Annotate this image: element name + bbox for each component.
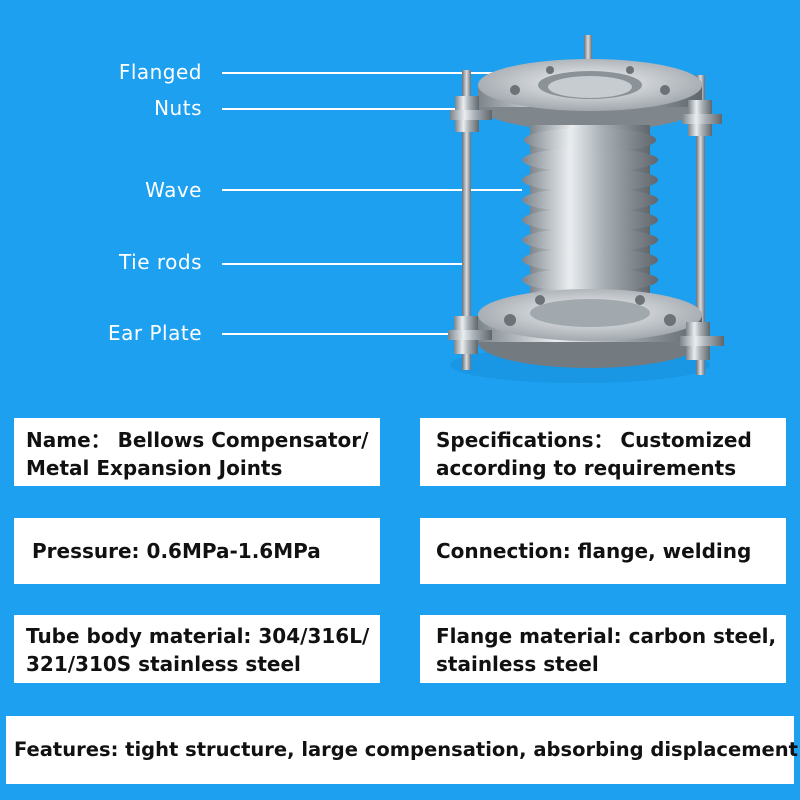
card-tube-line1: Tube body material: 304/316L/	[26, 624, 370, 648]
card-features: Features: tight structure, large compens…	[6, 716, 798, 784]
card-name-line1: Name： Bellows Compensator/	[26, 428, 369, 452]
leader-wave	[222, 189, 522, 191]
card-flange-line2: stainless steel	[436, 652, 599, 676]
card-pressure-text: Pressure: 0.6MPa-1.6MPa	[32, 539, 321, 563]
tie-rod-left	[462, 70, 471, 370]
card-flange-material: Flange material: carbon steel, stainless…	[420, 615, 786, 683]
leader-nuts	[222, 108, 462, 110]
leader-tie-rods	[222, 263, 462, 265]
bellows-compensator-image	[448, 35, 724, 383]
card-spec-line2: according to requirements	[436, 456, 737, 480]
card-pressure: Pressure: 0.6MPa-1.6MPa	[14, 518, 380, 584]
product-diagram: Flanged Nuts Wave Tie rods Ear Plate	[108, 35, 724, 383]
label-nuts: Nuts	[154, 96, 202, 120]
bellows-waves	[522, 125, 658, 310]
card-specifications: Specifications： Customized according to …	[420, 418, 786, 486]
card-spec-line1: Specifications： Customized	[436, 428, 752, 452]
label-flanged: Flanged	[118, 60, 202, 84]
card-tube-line2: 321/310S stainless steel	[26, 652, 301, 676]
nut-top-left	[455, 96, 479, 110]
card-name-line2: Metal Expansion Joints	[26, 456, 283, 480]
leader-flanged	[222, 72, 512, 74]
tie-rod-right	[696, 75, 705, 375]
card-name: Name： Bellows Compensator/ Metal Expansi…	[14, 418, 380, 486]
label-tie-rods: Tie rods	[119, 250, 202, 274]
label-ear-plate: Ear Plate	[108, 321, 202, 345]
leader-ear-plate	[222, 333, 462, 335]
label-wave: Wave	[145, 178, 202, 202]
card-flange-line1: Flange material: carbon steel,	[436, 624, 777, 648]
card-connection-text: Connection: flange, welding	[436, 539, 752, 563]
card-features-text: Features: tight structure, large compens…	[14, 738, 798, 761]
ear-plate-left	[448, 330, 492, 340]
card-tube-material: Tube body material: 304/316L/ 321/310S s…	[14, 615, 380, 683]
card-connection: Connection: flange, welding	[420, 518, 786, 584]
